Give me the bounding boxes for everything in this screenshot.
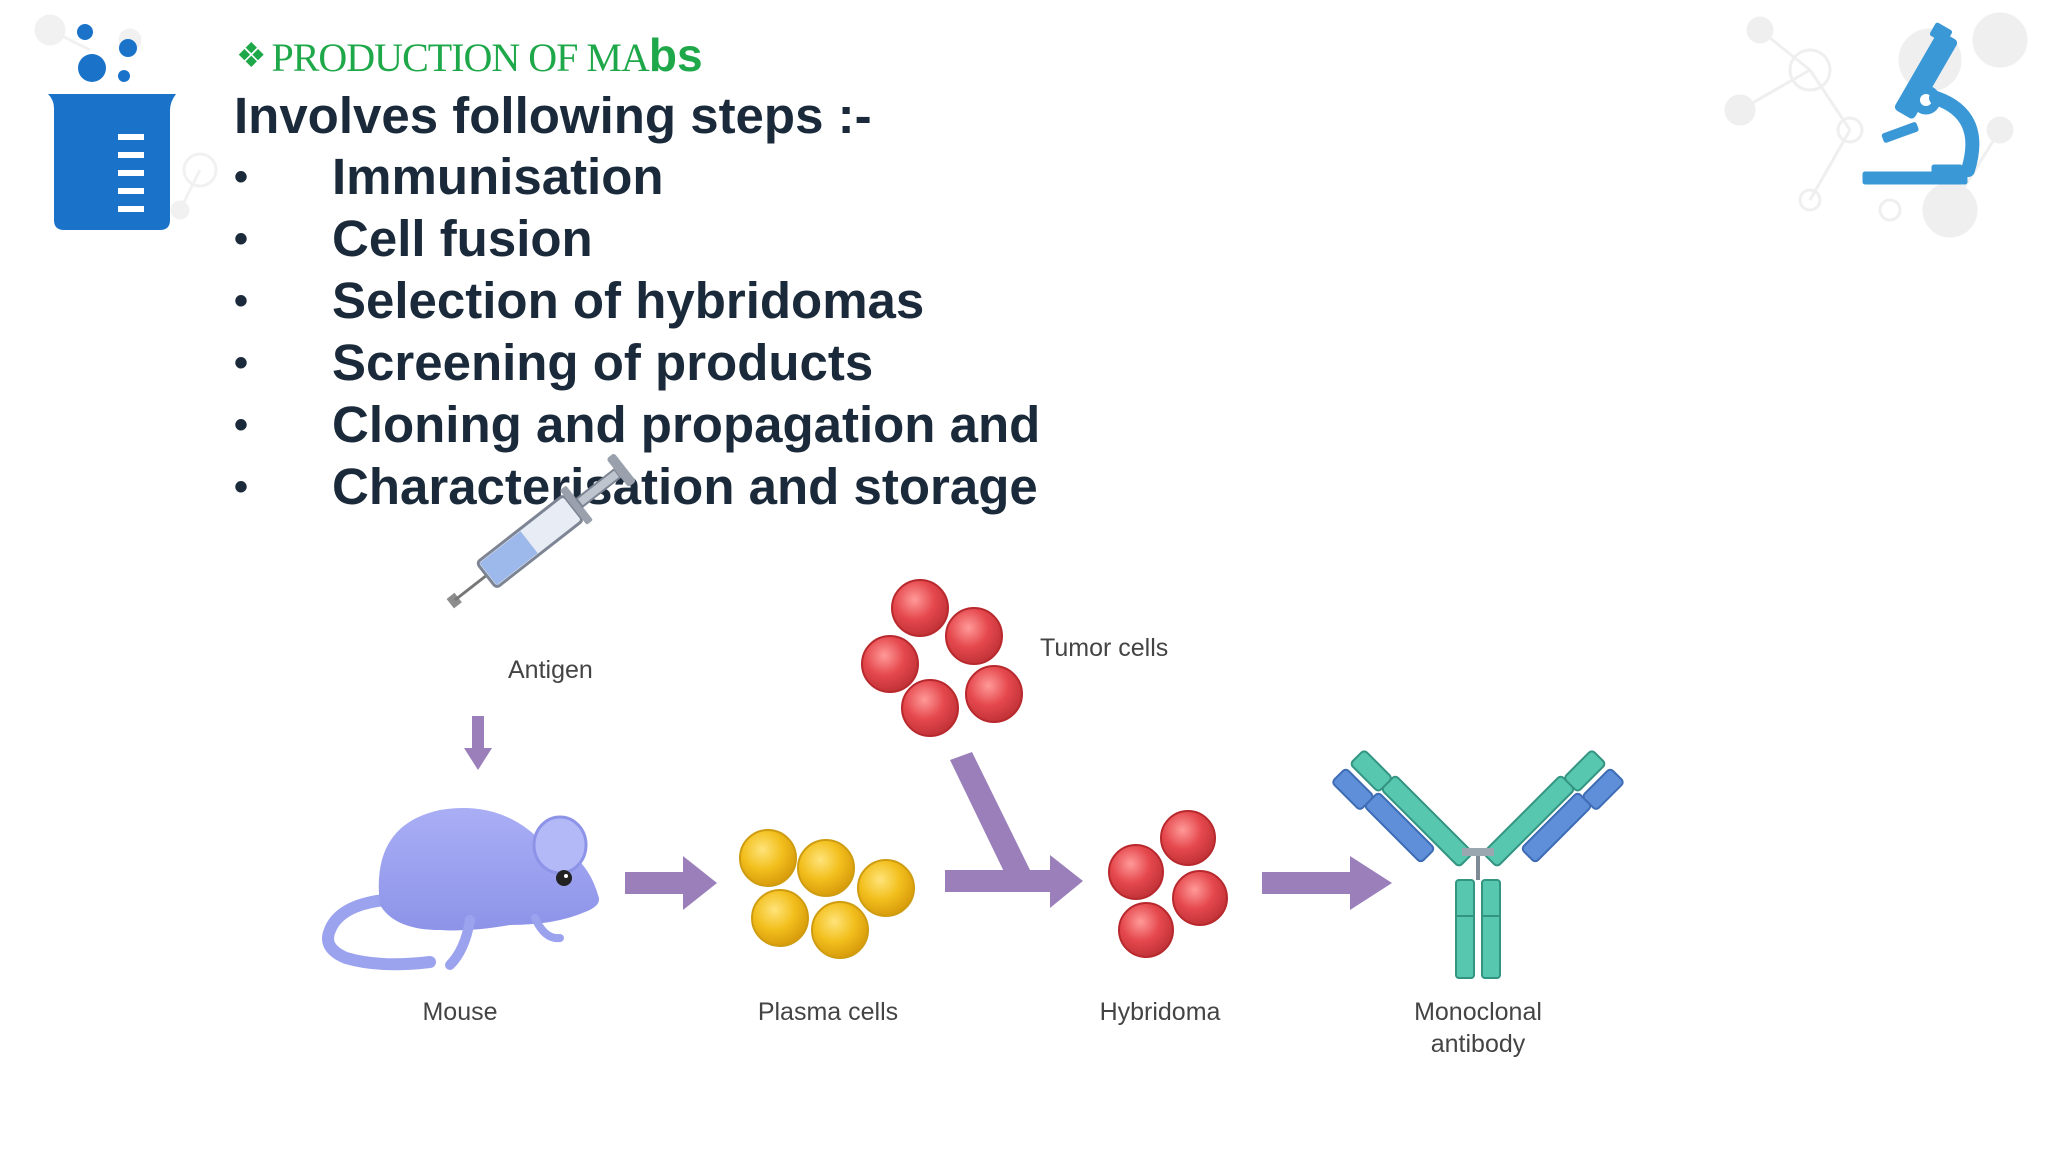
heading-suffix: bs (648, 29, 703, 81)
step-text: Characterisation and storage (332, 458, 1038, 515)
tumor-cells-label: Tumor cells (1040, 634, 1168, 662)
bullet-icon: • (234, 341, 249, 385)
antigen-label: Antigen (508, 656, 593, 684)
heading-main: PRODUCTION OF MA (271, 35, 649, 80)
diamond-bullet-icon: ❖ (236, 38, 267, 75)
beaker-icon (34, 14, 218, 230)
plasma-cell (797, 839, 855, 897)
hybridoma-cells (1108, 810, 1228, 958)
mouse-label: Mouse (422, 998, 497, 1026)
down-arrow-icon (464, 716, 492, 770)
hybridoma-label: Hybridoma (1100, 998, 1221, 1026)
bullet-icon: • (234, 279, 249, 323)
syringe-icon (446, 454, 636, 609)
merge-arrow-icon (945, 752, 1083, 908)
bullet-icon: • (234, 403, 249, 447)
plasma-cells (739, 829, 915, 959)
arrow-right-icon (1262, 856, 1392, 910)
bullet-icon: • (234, 155, 249, 199)
microscope-icon (1724, 12, 2028, 238)
bullet-icon: • (234, 217, 249, 261)
step-text: Cloning and propagation and (332, 396, 1041, 453)
tumor-cell (861, 635, 919, 693)
step-text: Immunisation (332, 148, 664, 205)
step-text: Screening of products (332, 334, 874, 391)
arrow-right-icon (625, 856, 717, 910)
step-text: Selection of hybridomas (332, 272, 925, 329)
tumor-cells (861, 579, 1023, 737)
antibody-label-line1: Monoclonal (1414, 998, 1542, 1026)
bullet-icon: • (234, 465, 249, 509)
tumor-cell (891, 579, 949, 637)
hybridoma-cell (1108, 844, 1164, 900)
plasma-cell (857, 859, 915, 917)
tumor-cell (945, 607, 1003, 665)
plasma-cell (811, 901, 869, 959)
hybridoma-cell (1172, 870, 1228, 926)
plasma-cell (751, 889, 809, 947)
plasma-cell (739, 829, 797, 887)
intro-text: Involves following steps :- (234, 87, 872, 144)
hybridoma-cell (1118, 902, 1174, 958)
step-text: Cell fusion (332, 210, 593, 267)
hybridoma-cell (1160, 810, 1216, 866)
antibody-icon (1332, 750, 1624, 979)
mouse-icon (322, 808, 600, 971)
plasma-cells-label: Plasma cells (758, 998, 898, 1026)
tumor-cell (965, 665, 1023, 723)
slide-heading: ❖PRODUCTION OF MAbs (236, 28, 703, 82)
tumor-cell (901, 679, 959, 737)
antibody-label-line2: antibody (1431, 1030, 1526, 1058)
